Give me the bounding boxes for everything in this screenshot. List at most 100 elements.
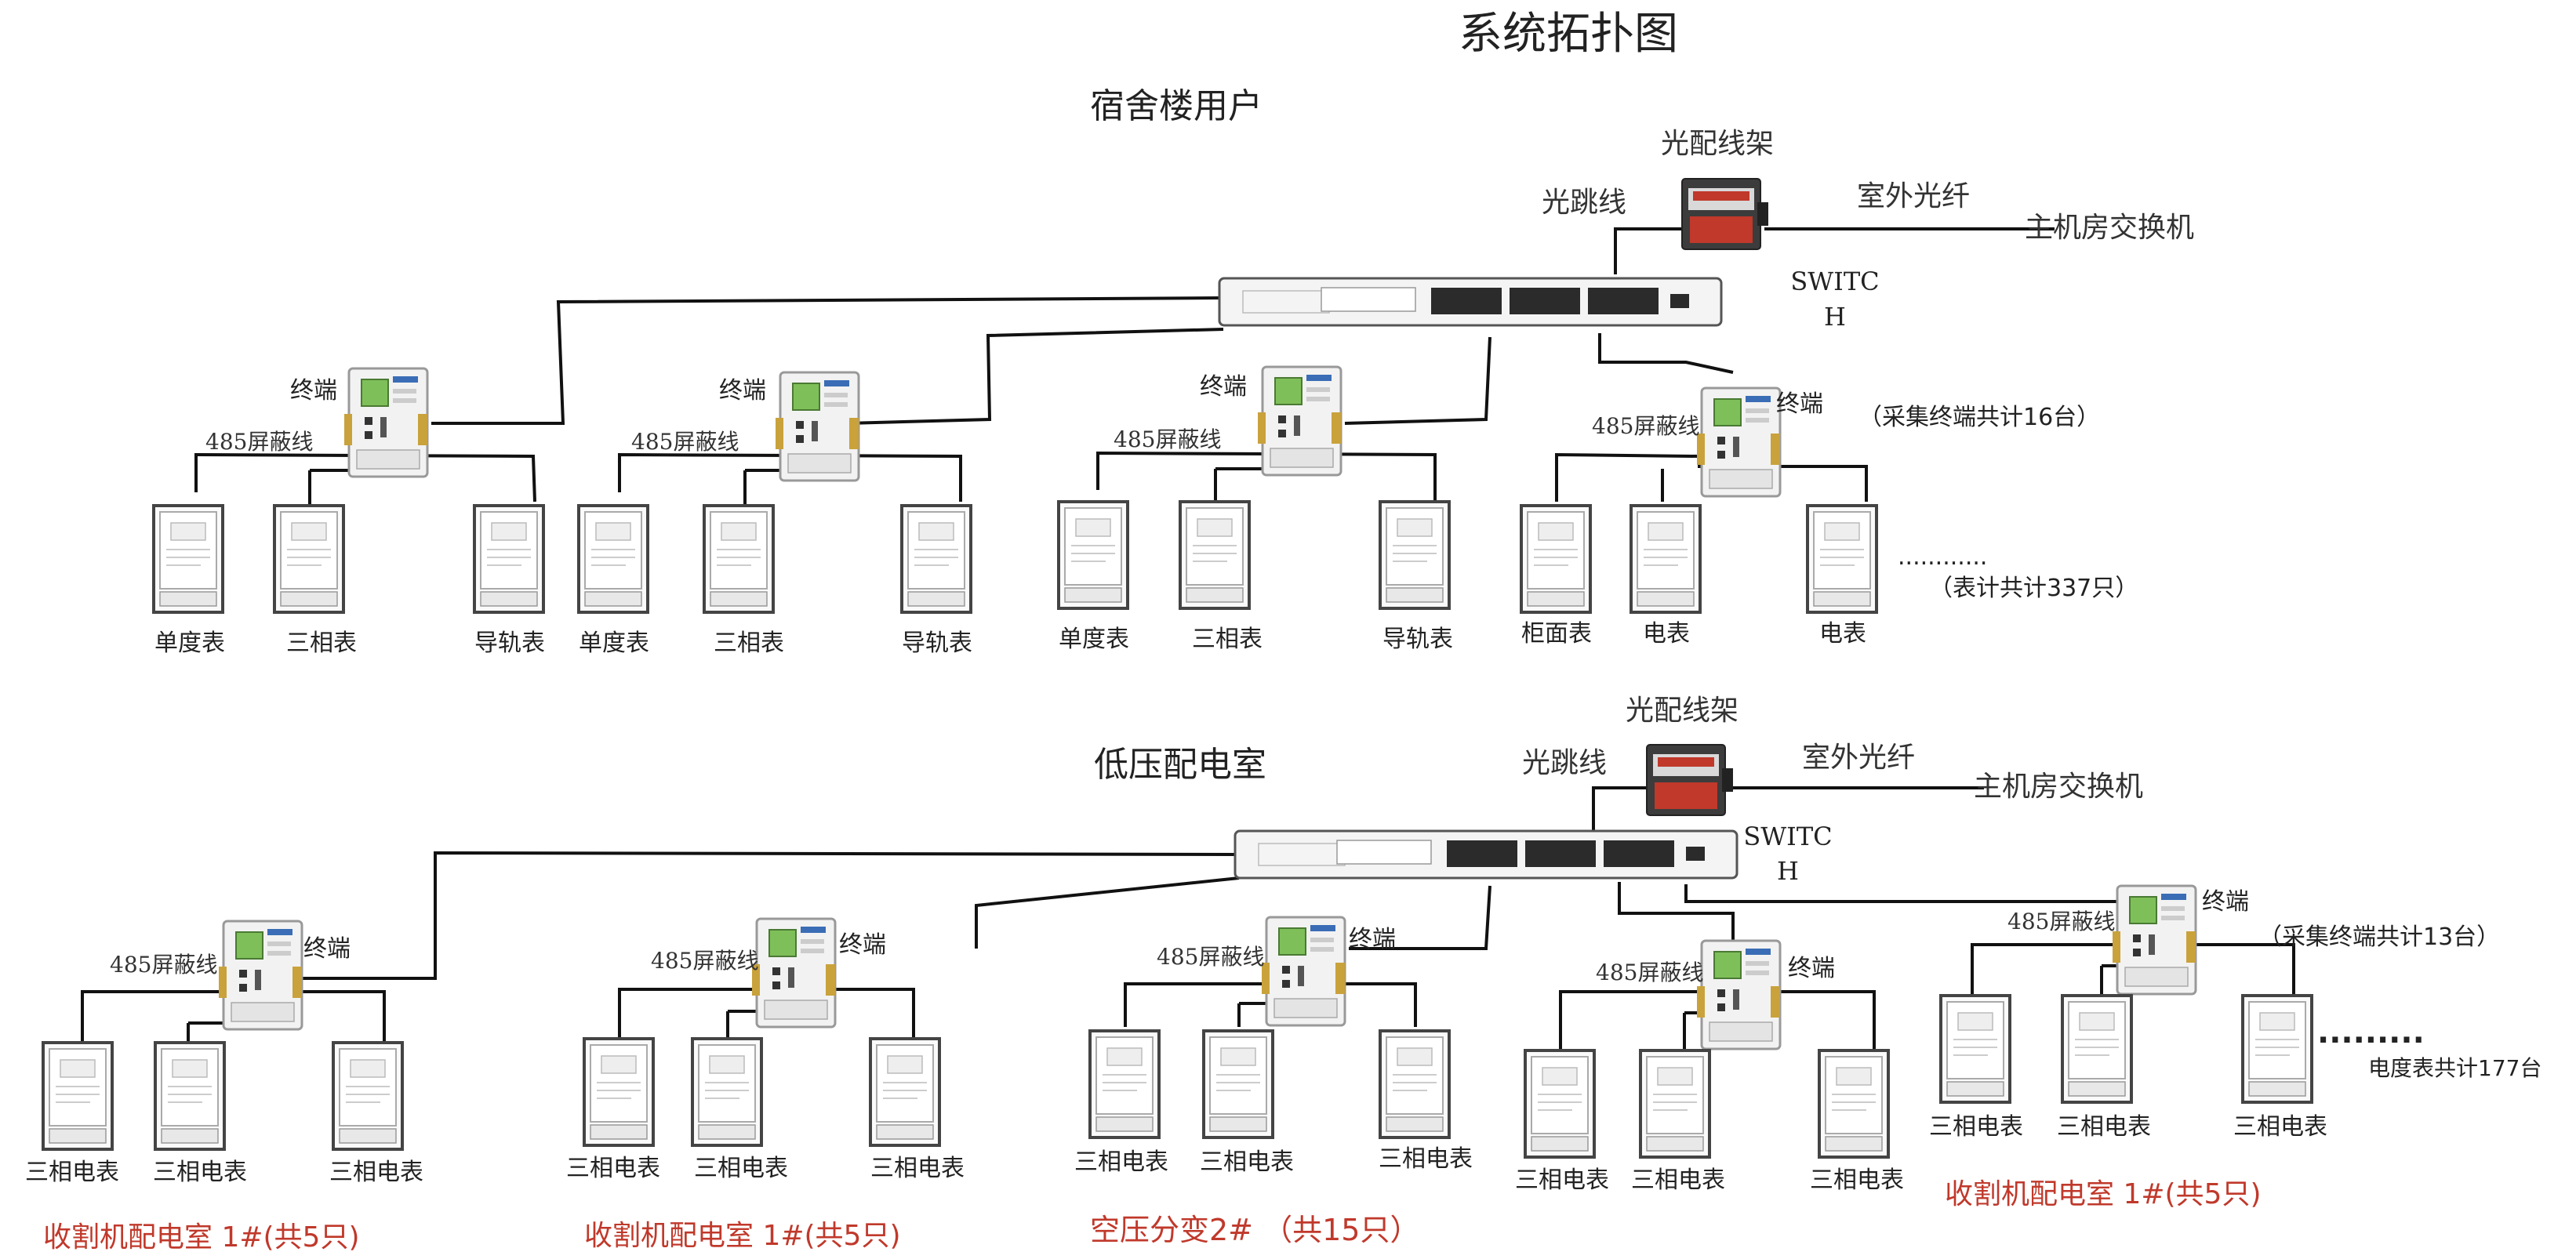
section2-switch-label-b: H (1777, 856, 1799, 886)
section2-meter-5-1 (1939, 994, 2011, 1104)
section2-meter-label: 三相电表 (2233, 1113, 2327, 1141)
section2-terminal-total: （采集终端共计13台） (2258, 923, 2500, 951)
section2-network-lines (81, 786, 2295, 1050)
section1-heading: 宿舍楼用户 (1090, 86, 1263, 126)
section2-bus-label-1: 485屏蔽线 (110, 952, 217, 978)
section2-meter-3-1 (1088, 1029, 1161, 1139)
section2-meter-label: 三相电表 (1379, 1145, 1473, 1173)
section1-terminal-label-2: 终端 (719, 377, 766, 405)
section1-meter-label: 三相表 (1192, 626, 1263, 653)
section-dormitory: 宿舍楼用户 光配线架 光跳线 室外光纤 主机房 (152, 86, 2194, 657)
section1-meter-1-2 (273, 504, 345, 614)
section2-caption-3: 空压分变2# （共15只） (1090, 1213, 1419, 1247)
section2-meter-5-2 (2061, 994, 2133, 1104)
section1-meter-label: 导轨表 (902, 630, 972, 657)
section2-meter-label: 三相电表 (1810, 1166, 1904, 1194)
section1-host-switch-label: 主机房交换机 (2025, 212, 2194, 244)
section2-meter-5-3 (2241, 994, 2313, 1104)
section1-meter-total: （表计共计337只） (1929, 575, 2138, 602)
section1-fiber-patch-panel (1681, 178, 1769, 250)
section1-switch-label-b: H (1824, 302, 1846, 332)
section1-terminal-2 (774, 371, 860, 482)
section2-meter-label: 三相电表 (1515, 1166, 1609, 1194)
section1-meter-label: 导轨表 (1382, 626, 1453, 653)
section2-meter-label: 三相电表 (153, 1159, 247, 1186)
section1-outdoor-fiber-label: 室外光纤 (1857, 180, 1970, 212)
section1-meter-label: 单度表 (1059, 626, 1129, 653)
section1-meter-label: 电表 (1643, 620, 1690, 648)
section1-terminal-label-4: 终端 (1776, 390, 1823, 418)
section1-meter-4-3 (1806, 504, 1878, 614)
section2-meter-1-1 (42, 1041, 114, 1151)
section2-meter-label: 三相电表 (25, 1159, 119, 1186)
section1-meter-1-3 (473, 504, 545, 614)
section2-caption-4: 收割机配电室 1#(共5只) (1945, 1178, 2262, 1210)
section2-meter-2-1 (583, 1037, 655, 1147)
section2-bus-label-5: 485屏蔽线 (2007, 909, 2115, 934)
section1-bus-label-3: 485屏蔽线 (1114, 426, 1221, 452)
section1-meter-2-1 (577, 504, 649, 614)
section1-meter-label: 单度表 (579, 630, 649, 657)
section1-meter-3-1 (1057, 500, 1129, 610)
section1-meter-label: 电表 (1819, 620, 1866, 648)
section1-meter-4-2 (1630, 504, 1702, 614)
section2-terminal-label-4: 终端 (1788, 955, 1835, 982)
section2-meter-label: 三相电表 (1631, 1166, 1725, 1194)
section1-meter-2-2 (703, 504, 775, 614)
section1-ellipsis: ............ (1898, 543, 1987, 571)
section2-terminal-label-3: 终端 (1349, 926, 1396, 953)
section1-meter-label: 单度表 (154, 630, 225, 657)
section1-bus-label-2: 485屏蔽线 (631, 429, 739, 455)
section2-meter-1-2 (154, 1041, 226, 1151)
section2-odf-label: 光配线架 (1626, 695, 1739, 727)
section1-switch (1218, 277, 1723, 327)
section2-meter-label: 三相电表 (566, 1155, 660, 1182)
section1-terminal-1 (343, 367, 429, 478)
section2-meter-4-1 (1524, 1049, 1596, 1159)
section2-meter-2-3 (869, 1037, 941, 1147)
section2-terminal-label-2: 终端 (839, 931, 886, 959)
section2-bus-label-3: 485屏蔽线 (1157, 944, 1264, 970)
section1-meter-3-3 (1379, 500, 1451, 610)
section-low-voltage-room: 低压配电室 光配线架 (25, 695, 2541, 1254)
section2-meter-4-2 (1639, 1049, 1711, 1159)
section2-meter-label: 三相电表 (694, 1155, 788, 1182)
section2-jumper-label: 光跳线 (1522, 747, 1607, 779)
section1-terminal-label-3: 终端 (1200, 373, 1247, 401)
section1-meter-label: 导轨表 (474, 630, 545, 657)
section1-meter-1-1 (152, 504, 224, 614)
section2-outdoor-fiber-label: 室外光纤 (1802, 742, 1915, 774)
section1-bus-label-1: 485屏蔽线 (205, 429, 313, 455)
section2-meter-total: 电度表共计177台 (2368, 1055, 2541, 1081)
section1-meter-label: 三相表 (286, 630, 357, 657)
section2-ellipsis: ......... (2317, 1014, 2425, 1050)
section2-meter-2-2 (691, 1037, 763, 1147)
section2-fiber-patch-panel (1646, 744, 1734, 816)
section1-terminal-label-1: 终端 (290, 377, 337, 405)
section2-caption-2: 收割机配电室 1#(共5只) (584, 1220, 901, 1252)
section2-heading: 低压配电室 (1094, 745, 1266, 785)
section2-meter-label: 三相电表 (1200, 1148, 1294, 1176)
section1-terminal-total: （采集终端共计16台） (1858, 404, 2100, 431)
section1-meter-2-3 (900, 504, 972, 614)
section2-switch-label-a: SWITC (1743, 822, 1832, 851)
diagram-title: 系统拓扑图 (1459, 9, 1678, 60)
section2-bus-label-2: 485屏蔽线 (651, 948, 758, 974)
section1-meter-4-1 (1520, 504, 1592, 614)
section1-bus-label-4: 485屏蔽线 (1592, 413, 1699, 439)
section2-terminal-3 (1260, 916, 1346, 1027)
section2-terminal-2 (750, 917, 837, 1029)
section2-meter-1-3 (332, 1041, 404, 1151)
section2-meter-label: 三相电表 (1929, 1113, 2023, 1141)
section2-terminal-4 (1695, 939, 1782, 1050)
section2-terminal-label-5: 终端 (2202, 888, 2249, 916)
section2-caption-1: 收割机配电室 1#(共5只) (43, 1221, 360, 1254)
section2-meter-label: 三相电表 (1074, 1148, 1168, 1176)
section1-jumper-label: 光跳线 (1542, 187, 1626, 219)
section1-terminal-4 (1695, 386, 1782, 498)
section2-terminal-1 (217, 920, 303, 1031)
section2-meter-3-2 (1202, 1029, 1274, 1139)
section2-bus-label-4: 485屏蔽线 (1596, 960, 1703, 985)
section1-switch-label-a: SWITC (1790, 267, 1879, 296)
